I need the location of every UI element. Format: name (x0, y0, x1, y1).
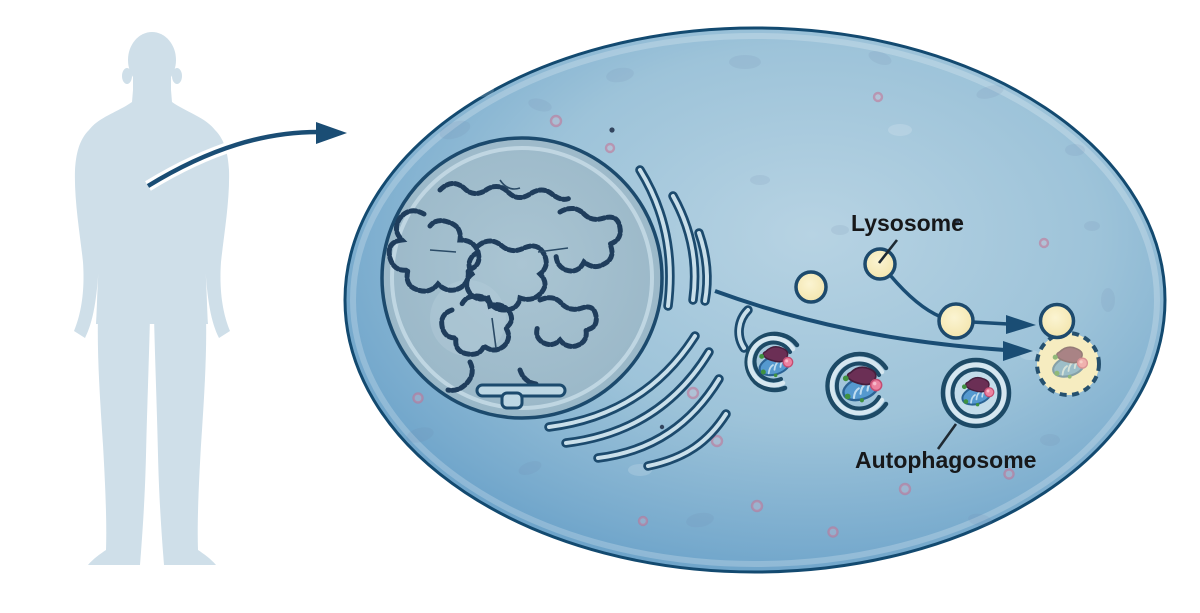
phagophore-early (744, 331, 800, 393)
lysosome-label-pointer (877, 239, 899, 264)
chromatin (386, 181, 623, 393)
autophagosome-double-membrane (940, 357, 1012, 429)
dark-specks (609, 127, 960, 430)
basal-body-structure (475, 383, 567, 410)
figure-leg-left (88, 316, 150, 565)
body-to-cell-arrow (145, 122, 347, 191)
autophagosome-label: Autophagosome (855, 447, 1036, 473)
lysosome-vesicle-1 (794, 270, 828, 304)
pink-vesicle-rings (412, 91, 1050, 538)
figure-leg-right (154, 316, 216, 565)
nuclear-inner-rim (390, 146, 654, 410)
fusing-lysosome (1038, 302, 1076, 340)
human-figure (74, 32, 230, 565)
figure-ear-right (172, 68, 182, 84)
chromatin-fine-lines (429, 179, 569, 349)
lysosome-label: Lysosome (851, 210, 964, 236)
figure-ear-left (122, 68, 132, 84)
lysosome-pathway (794, 247, 1036, 340)
labels: Lysosome Autophagosome (851, 210, 1036, 473)
arrowhead (1003, 341, 1033, 361)
nuclear-envelope (380, 136, 664, 420)
lysosome-vesicle-3 (937, 302, 975, 340)
autophagy-pathway-arrow (714, 289, 1033, 361)
figure-torso-arms (74, 78, 230, 338)
autolysosome-fusion (1035, 302, 1101, 397)
golgi-er-stack (544, 165, 753, 471)
lysosome-vesicle-2 (863, 247, 897, 281)
autophagosome-label-pointer (936, 423, 958, 450)
cytoplasm-texture (406, 51, 1115, 538)
arrowhead (316, 122, 347, 144)
phagophore-late (825, 351, 889, 421)
nucleus (380, 136, 664, 420)
cell-inner-highlight (350, 33, 1160, 567)
arrowhead (1006, 315, 1036, 334)
